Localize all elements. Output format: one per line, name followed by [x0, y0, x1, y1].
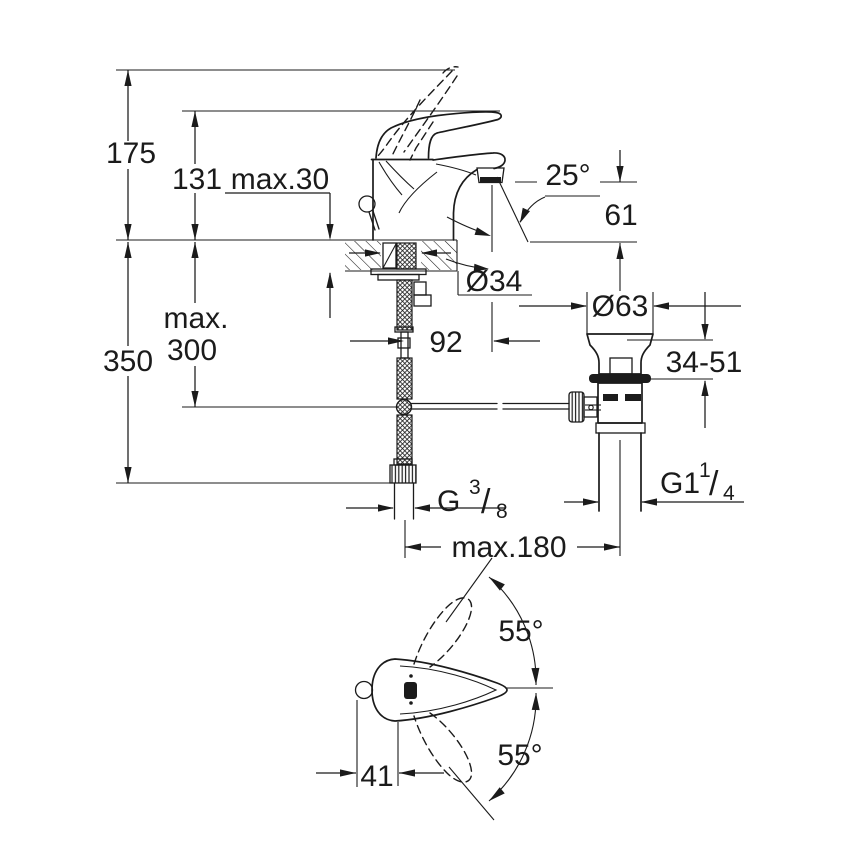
dim-body-height: 131: [172, 163, 222, 196]
extension-lines: [116, 69, 713, 787]
dim-stream-angle: 25°: [545, 159, 590, 192]
dimension-labels: 175 131 max.30 25° 61 Ø34 Ø63 92 max. 30…: [103, 137, 742, 793]
stream-angle-annotation: [445, 196, 546, 272]
rod-ball-joint: [395, 398, 413, 416]
dim-waste-thread: G1 1 / 4: [660, 459, 735, 505]
svg-text:G1: G1: [660, 467, 700, 500]
pop-up-rod: [410, 402, 570, 410]
handle-swung-up: [413, 597, 473, 668]
faucet-spout: [432, 152, 506, 170]
mounting-wedge: [382, 242, 397, 269]
pull-rod-knob: [358, 195, 376, 213]
dim-waste-adjust: 34-51: [666, 346, 743, 379]
svg-text:G: G: [437, 485, 460, 518]
svg-text:/: /: [709, 465, 719, 503]
handle-swung-down: [413, 712, 473, 783]
dim-hose-reach-1: max.: [163, 302, 228, 335]
rod-adjust-knob: [568, 391, 585, 423]
svg-text:1: 1: [699, 459, 711, 482]
dim-deck-thickness: max.30: [231, 163, 329, 196]
svg-text:3: 3: [469, 476, 481, 499]
dim-hose-length: 350: [103, 345, 153, 378]
svg-text:4: 4: [723, 482, 735, 505]
dim-swing-up: 55°: [498, 615, 543, 648]
dim-hole-diameter: Ø34: [466, 265, 523, 298]
hose-nut: [389, 464, 417, 484]
lever-raised-dashed: [375, 66, 459, 161]
svg-text:8: 8: [496, 500, 508, 523]
handle-top-view: [354, 557, 540, 821]
faucet-lever: [375, 111, 502, 159]
faucet-side-view: [358, 66, 506, 241]
handle-outline: [371, 658, 508, 722]
pull-rod-knob-top: [354, 680, 374, 700]
dim-hose-reach-2: 300: [167, 334, 217, 367]
dim-supply-thread: G 3 / 8: [437, 476, 508, 523]
threaded-stud: [396, 242, 417, 270]
supply-hose: [389, 279, 417, 520]
dim-swing-down: 55°: [497, 739, 542, 772]
dim-overall-height: 175: [106, 137, 156, 170]
dim-knob-offset: 41: [360, 760, 393, 793]
dim-center-distance: max.180: [451, 531, 566, 564]
dim-spout-height: 61: [604, 199, 637, 232]
dim-flange-diameter: Ø63: [592, 290, 649, 323]
aerator: [476, 167, 505, 184]
pop-up-waste: [568, 333, 654, 512]
svg-text:/: /: [481, 483, 491, 521]
countertop-section: [345, 241, 457, 307]
dim-spout-projection: 92: [429, 326, 462, 359]
